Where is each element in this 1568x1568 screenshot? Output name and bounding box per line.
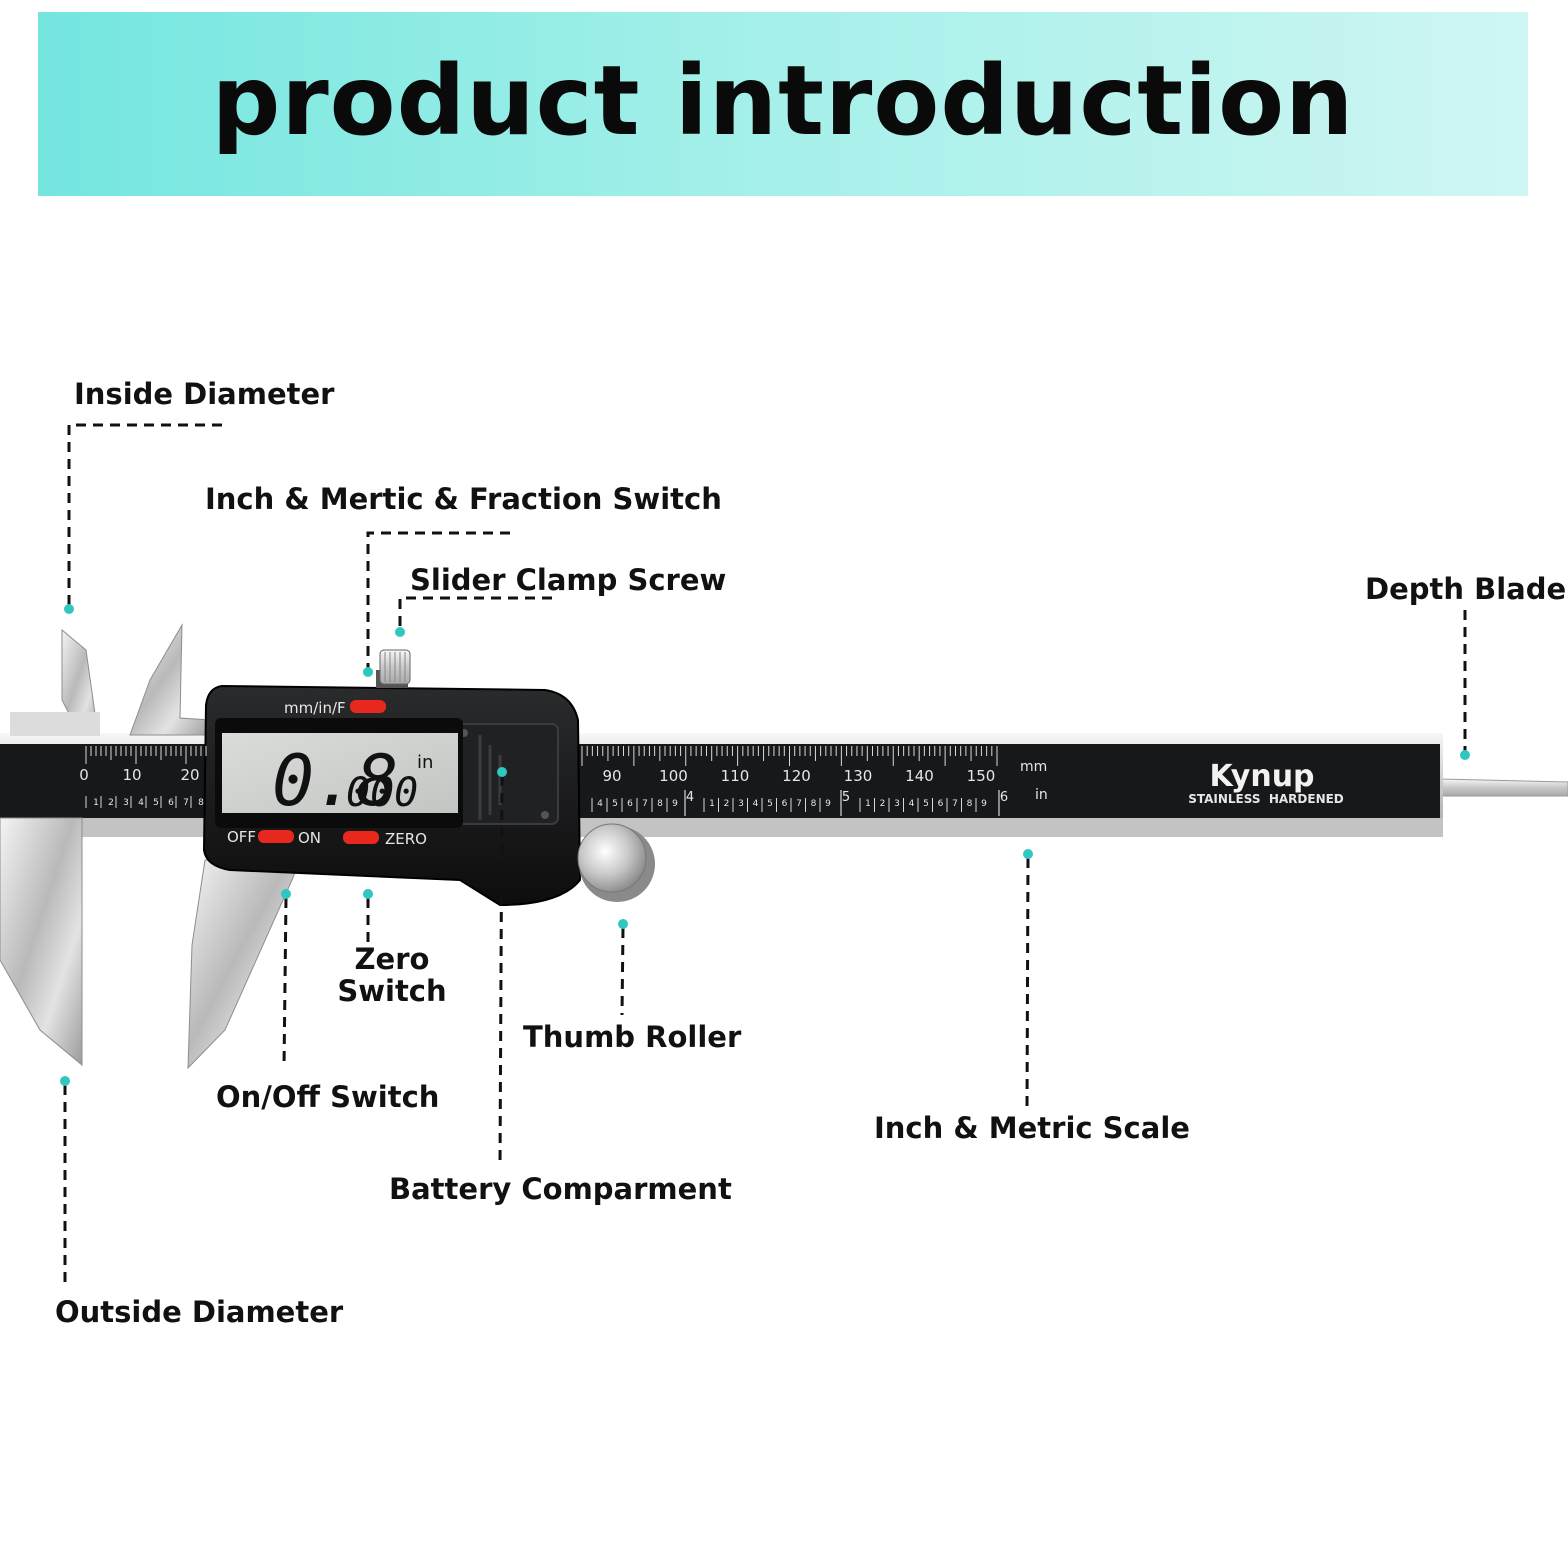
unit-switch-button[interactable] [350, 700, 386, 713]
label-zero-switch: Zero Switch [330, 943, 454, 1007]
label-thumb-roller: Thumb Roller [523, 1020, 742, 1054]
inch-tick-label: 4 [138, 798, 144, 808]
mm-tick-label: 140 [905, 767, 934, 785]
inch-tick-label: 9 [672, 799, 678, 809]
inch-major-label: 4 [686, 790, 694, 805]
inch-tick-label: 6 [938, 799, 944, 809]
off-label: OFF [227, 828, 256, 846]
inch-tick-label: 9 [825, 799, 831, 809]
inch-tick-label: 4 [909, 799, 915, 809]
inch-tick-label: 5 [767, 799, 773, 809]
label-clamp-screw: Slider Clamp Screw [410, 563, 727, 597]
lcd-unit: in [417, 752, 433, 773]
leader-thumb-roller [620, 927, 625, 1016]
inch-major-label: 6 [1000, 790, 1008, 805]
label-inside-diameter: Inside Diameter [74, 377, 335, 411]
inch-tick-label: 1 [709, 799, 715, 809]
brand-subtitle: STAINLESS HARDENED [1188, 792, 1344, 806]
leader-onoff-switch [282, 897, 288, 1069]
lcd-main-reading: 0.8 [272, 740, 398, 822]
inch-tick-label: 3 [123, 798, 129, 808]
inch-tick-label: 1 [93, 798, 99, 808]
inch-tick-label: 2 [724, 799, 730, 809]
zero-switch-button[interactable] [343, 831, 379, 844]
inch-tick-label: 8 [657, 799, 663, 809]
mm-tick-label: 10 [122, 766, 141, 784]
inch-tick-label: 9 [981, 799, 987, 809]
inch-tick-label: 5 [612, 799, 618, 809]
inch-tick-label: 5 [153, 798, 159, 808]
inch-tick-label: 7 [796, 799, 802, 809]
leader-scale [1025, 857, 1030, 1109]
inch-major-label: 5 [842, 790, 850, 805]
inch-tick-label: 3 [894, 799, 900, 809]
inch-tick-label: 6 [627, 799, 633, 809]
depth-blade [1439, 778, 1568, 797]
mm-tick-label: 20 [180, 766, 199, 784]
brand-logo: Kynup [1209, 759, 1314, 794]
inch-tick-label: 7 [952, 799, 958, 809]
inch-tick-label: 2 [108, 798, 114, 808]
inch-tick-label: 4 [597, 799, 603, 809]
inch-tick-label: 6 [168, 798, 174, 808]
page-title: product introduction [211, 45, 1355, 157]
title-banner: product introduction [38, 12, 1528, 196]
inch-tick-label: 5 [923, 799, 929, 809]
inch-tick-label: 7 [183, 798, 189, 808]
label-unit-switch: Inch & Mertic & Fraction Switch [205, 482, 722, 516]
label-depth-blade: Depth Blade [1365, 572, 1567, 606]
label-outside-diameter: Outside Diameter [55, 1295, 344, 1329]
scale-in-unit: in [1035, 787, 1048, 803]
inch-tick-label: 6 [782, 799, 788, 809]
sliding-inside-jaw [129, 623, 211, 736]
label-battery: Battery Comparment [389, 1172, 732, 1206]
on-label: ON [298, 829, 321, 847]
mm-tick-label: 100 [659, 767, 688, 785]
slider-clamp-screw[interactable] [376, 649, 411, 688]
leader-inside-diameter [67, 423, 222, 605]
label-scale: Inch & Metric Scale [874, 1111, 1190, 1145]
label-onoff-switch: On/Off Switch [216, 1080, 440, 1114]
label-zero-switch-line2: Switch [337, 974, 447, 1008]
scale-mm-unit: mm [1020, 759, 1047, 775]
zero-label: ZERO [385, 830, 427, 848]
leader-battery [498, 775, 504, 1166]
thumb-roller[interactable] [577, 823, 655, 902]
inch-tick-label: 3 [738, 799, 744, 809]
callout-lines [63, 423, 1467, 1282]
mm-tick-label: 130 [844, 767, 873, 785]
lcd-sub-reading: 000 [346, 770, 418, 816]
inch-tick-label: 8 [811, 799, 817, 809]
mm-tick-label: 120 [782, 767, 811, 785]
fixed-outside-jaw [0, 817, 83, 1067]
battery-cover [457, 723, 559, 825]
leader-unit-switch [366, 531, 510, 668]
inch-tick-label: 7 [642, 799, 648, 809]
mm-tick-label: 150 [967, 767, 996, 785]
callout-dots [60, 604, 1470, 1086]
inch-tick-label: 4 [753, 799, 759, 809]
mm-tick-label: 0 [79, 766, 89, 784]
inch-tick-label: 8 [198, 798, 204, 808]
inch-tick-label: 8 [967, 799, 973, 809]
mm-tick-label: 90 [602, 767, 621, 785]
unit-button-label: mm/in/F [284, 699, 346, 717]
leader-clamp-screw [398, 596, 552, 628]
mm-tick-label: 110 [721, 767, 750, 785]
inch-tick-label: 1 [865, 799, 871, 809]
onoff-switch-button[interactable] [258, 830, 294, 843]
inch-tick-label: 2 [880, 799, 886, 809]
label-zero-switch-line1: Zero [354, 942, 430, 976]
